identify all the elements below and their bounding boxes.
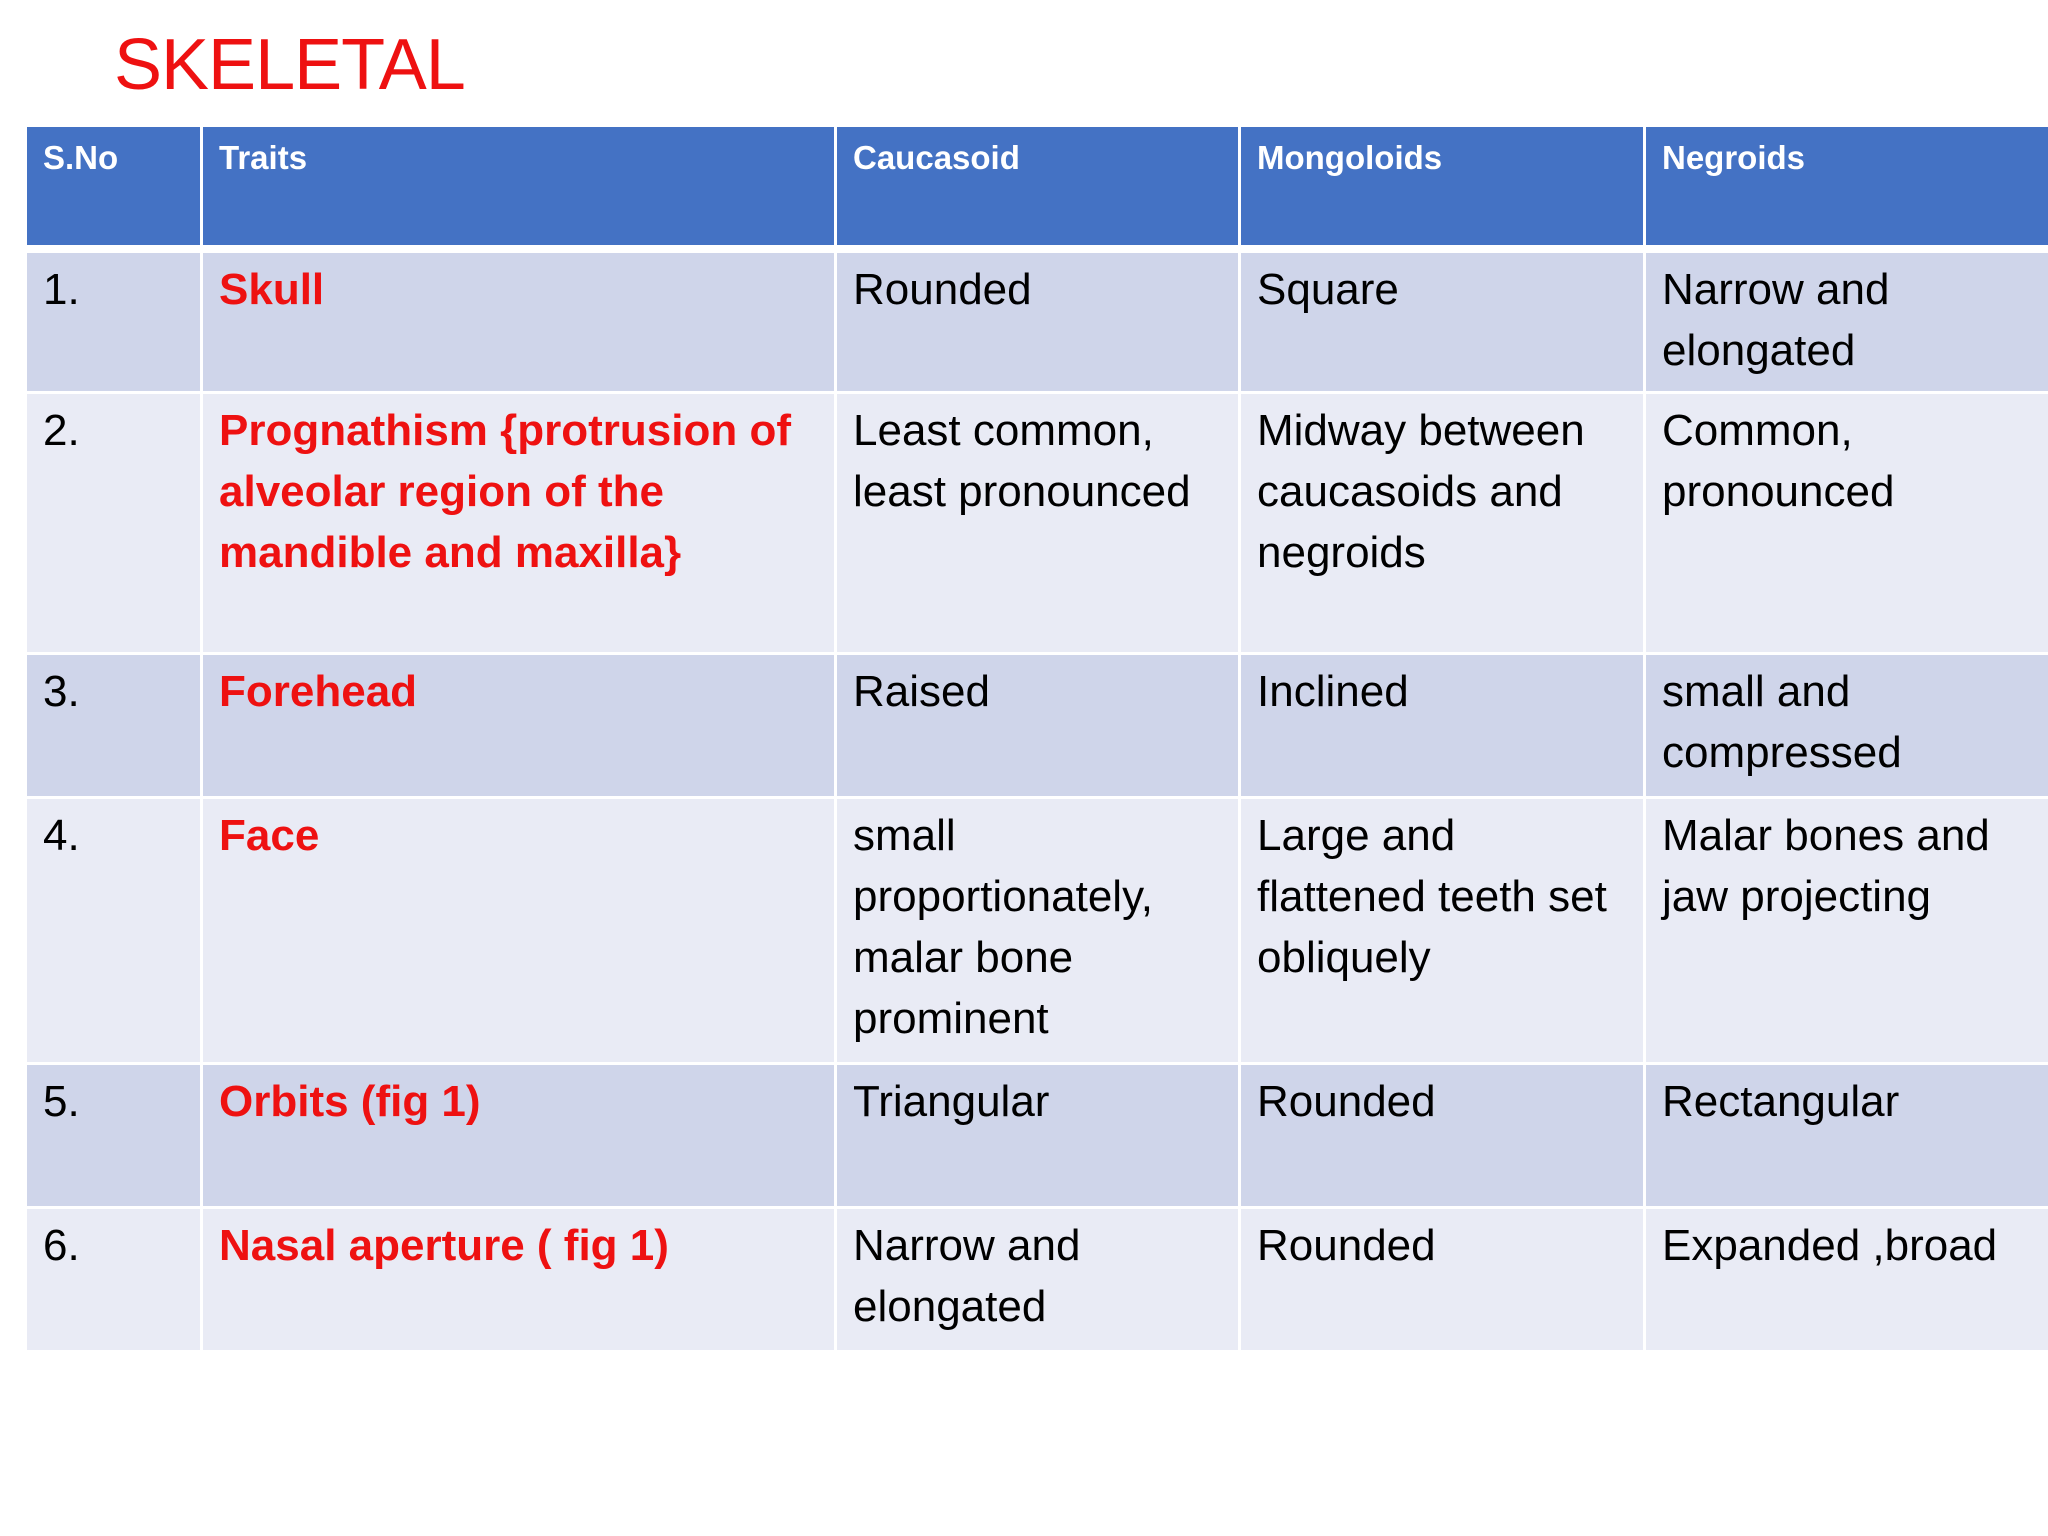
cell-mongoloids: Rounded <box>1238 1206 1646 1353</box>
header-caucasoid: Caucasoid <box>834 124 1241 253</box>
cell-caucasoid: Triangular <box>834 1062 1241 1209</box>
cell-negroids: Malar bones and jaw projecting <box>1643 796 2048 1065</box>
cell-trait: Orbits (fig 1) <box>200 1062 837 1209</box>
header-traits: Traits <box>200 124 837 253</box>
cell-negroids: Narrow and elongated <box>1643 247 2048 394</box>
table-row: 4. Face small proportionately, malar bon… <box>24 796 2048 1065</box>
table-body: 1. Skull Rounded Square Narrow and elong… <box>24 247 2048 1353</box>
cell-mongoloids: Rounded <box>1238 1062 1646 1209</box>
traits-table-container: S.No Traits Caucasoid Mongoloids Negroid… <box>24 124 2048 1353</box>
cell-mongoloids: Square <box>1238 247 1646 394</box>
cell-caucasoid: Narrow and elongated <box>834 1206 1241 1353</box>
cell-negroids: Common, pronounced <box>1643 391 2048 655</box>
cell-mongoloids: Inclined <box>1238 652 1646 799</box>
header-negroids: Negroids <box>1643 124 2048 253</box>
header-row: S.No Traits Caucasoid Mongoloids Negroid… <box>24 124 2048 253</box>
table-row: 6. Nasal aperture ( fig 1) Narrow and el… <box>24 1206 2048 1353</box>
cell-negroids: small and compressed <box>1643 652 2048 799</box>
slide-title: SKELETAL <box>114 25 466 105</box>
cell-trait: Prognathism {protrusion of alveolar regi… <box>200 391 837 655</box>
cell-trait: Forehead <box>200 652 837 799</box>
table-header: S.No Traits Caucasoid Mongoloids Negroid… <box>24 124 2048 253</box>
table-row: 2. Prognathism {protrusion of alveolar r… <box>24 391 2048 655</box>
cell-negroids: Expanded ,broad <box>1643 1206 2048 1353</box>
cell-mongoloids: Large and flattened teeth set obliquely <box>1238 796 1646 1065</box>
cell-caucasoid: Raised <box>834 652 1241 799</box>
header-mongoloids: Mongoloids <box>1238 124 1646 253</box>
cell-trait: Skull <box>200 247 837 394</box>
cell-trait: Nasal aperture ( fig 1) <box>200 1206 837 1353</box>
cell-negroids: Rectangular <box>1643 1062 2048 1209</box>
table-row: 1. Skull Rounded Square Narrow and elong… <box>24 247 2048 394</box>
cell-caucasoid: small proportionately, malar bone promin… <box>834 796 1241 1065</box>
cell-sno: 2. <box>24 391 203 655</box>
cell-sno: 4. <box>24 796 203 1065</box>
table-row: 5. Orbits (fig 1) Triangular Rounded Rec… <box>24 1062 2048 1209</box>
cell-mongoloids: Midway between caucasoids and negroids <box>1238 391 1646 655</box>
cell-sno: 6. <box>24 1206 203 1353</box>
cell-sno: 5. <box>24 1062 203 1209</box>
cell-caucasoid: Least common, least pronounced <box>834 391 1241 655</box>
table-row: 3. Forehead Raised Inclined small and co… <box>24 652 2048 799</box>
traits-table: S.No Traits Caucasoid Mongoloids Negroid… <box>24 124 2048 1353</box>
cell-trait: Face <box>200 796 837 1065</box>
cell-sno: 3. <box>24 652 203 799</box>
cell-caucasoid: Rounded <box>834 247 1241 394</box>
header-sno: S.No <box>24 124 203 253</box>
cell-sno: 1. <box>24 247 203 394</box>
